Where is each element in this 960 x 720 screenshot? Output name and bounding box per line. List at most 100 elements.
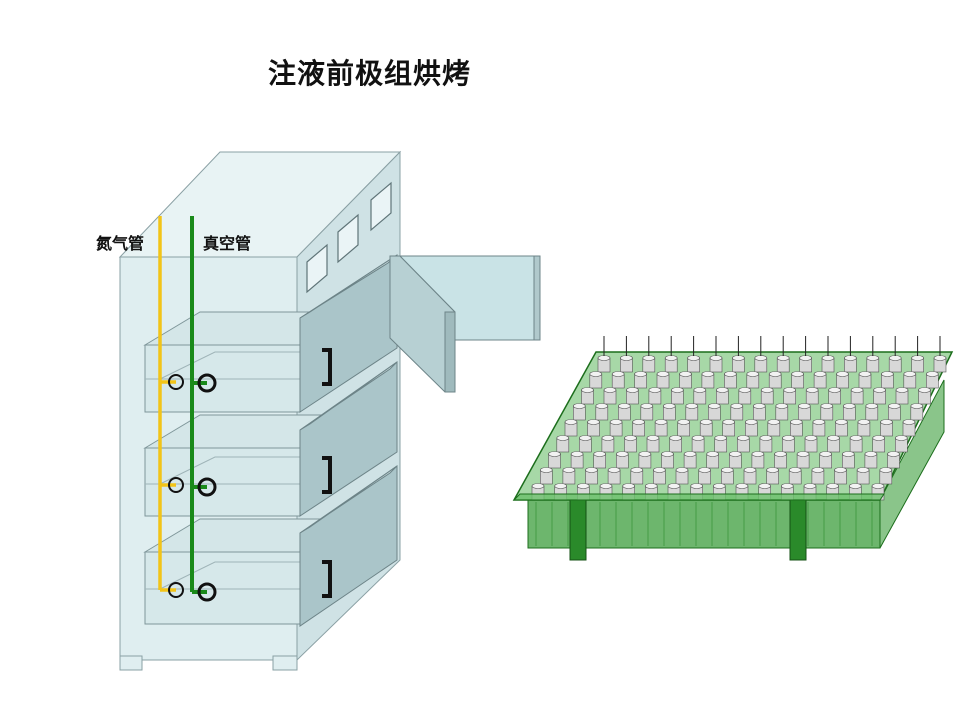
battery-cell-icon xyxy=(638,451,652,469)
battery-cell-icon xyxy=(918,387,931,405)
battery-cell-icon xyxy=(768,371,782,389)
battery-cell-icon xyxy=(656,371,670,389)
battery-cell-icon xyxy=(671,387,684,405)
battery-cell-icon xyxy=(760,387,774,405)
nitrogen-pipe-label: 氮气管 xyxy=(96,234,145,253)
battery-cell-icon xyxy=(881,371,894,389)
battery-cell-icon xyxy=(611,371,625,389)
battery-cell-icon xyxy=(788,467,802,485)
battery-cell-icon xyxy=(701,371,715,389)
battery-cell-icon xyxy=(873,387,886,405)
battery-cell-icon xyxy=(925,371,939,389)
battery-cell-icon xyxy=(626,387,639,405)
battery-cell-icon xyxy=(752,403,766,421)
tray-leg-right xyxy=(789,499,807,561)
battery-cell-icon xyxy=(578,435,592,453)
battery-cell-icon xyxy=(902,419,916,437)
battery-cell-icon xyxy=(677,419,691,437)
battery-cell-icon xyxy=(888,336,902,373)
battery-cell-icon xyxy=(910,403,924,421)
battery-cell-icon xyxy=(850,387,864,405)
battery-cell-icon xyxy=(653,467,666,485)
battery-cell-icon xyxy=(776,336,790,373)
battery-cell-icon xyxy=(699,419,713,437)
open-door xyxy=(389,255,541,393)
battery-cell-icon xyxy=(587,419,600,437)
battery-cell-icon xyxy=(887,403,901,421)
battery-cell-icon xyxy=(789,419,803,437)
battery-cell-icon xyxy=(654,419,668,437)
battery-cell-icon xyxy=(539,467,553,485)
battery-cell-icon xyxy=(880,419,893,437)
cabinet-foot-left xyxy=(119,655,143,671)
battery-cell-icon xyxy=(844,336,857,373)
battery-cell-icon xyxy=(693,387,707,405)
battery-cell-icon xyxy=(679,371,692,389)
battery-cell-icon xyxy=(709,336,723,373)
battery-cell-icon xyxy=(724,371,737,389)
battery-cell-icon xyxy=(595,403,609,421)
drawer-handle-icon xyxy=(322,348,332,386)
battery-cell-icon xyxy=(803,483,817,501)
battery-cell-icon xyxy=(589,371,603,389)
tray-leg-left xyxy=(569,499,587,561)
battery-cell-icon xyxy=(774,451,787,469)
battery-cell-icon xyxy=(685,403,699,421)
battery-cell-icon xyxy=(865,403,879,421)
battery-cell-icon xyxy=(783,387,797,405)
battery-cell-icon xyxy=(648,387,662,405)
battery-cell-icon xyxy=(698,467,712,485)
battery-cell-icon xyxy=(811,467,825,485)
battery-cell-icon xyxy=(624,435,637,453)
battery-cell-icon xyxy=(548,451,561,469)
battery-cell-icon xyxy=(827,435,840,453)
battery-cell-icon xyxy=(593,451,607,469)
battery-cell-icon xyxy=(813,371,827,389)
battery-cell-icon xyxy=(607,467,621,485)
battery-cell-icon xyxy=(775,403,789,421)
battery-cell-icon xyxy=(662,403,676,421)
battery-cell-icon xyxy=(759,435,773,453)
battery-cell-icon xyxy=(642,336,656,373)
battery-cell-icon xyxy=(828,387,841,405)
battery-cell-icon xyxy=(782,435,795,453)
battery-cell-icon xyxy=(617,403,631,421)
battery-cell-icon xyxy=(581,387,594,405)
battery-cell-icon xyxy=(683,451,697,469)
battery-cell-icon xyxy=(675,467,689,485)
battery-cell-icon xyxy=(799,336,812,373)
battery-cell-icon xyxy=(597,336,611,373)
battery-cell-icon xyxy=(903,371,917,389)
side-window-1 xyxy=(306,243,328,294)
vacuum-pipe-label: 真空管 xyxy=(203,234,252,253)
battery-cell-icon xyxy=(646,435,660,453)
battery-cell-icon xyxy=(572,403,586,421)
battery-cells xyxy=(531,336,947,501)
battery-cell-icon xyxy=(736,435,750,453)
drawer-handle-icon xyxy=(322,560,332,598)
battery-cell-icon xyxy=(797,403,811,421)
battery-cell-icon xyxy=(812,419,826,437)
battery-cell-icon xyxy=(796,451,810,469)
battery-cell-icon xyxy=(714,435,728,453)
battery-cell-icon xyxy=(894,435,908,453)
battery-cell-icon xyxy=(669,435,682,453)
side-window-3 xyxy=(370,181,392,232)
drawer-door-2 xyxy=(299,361,398,517)
battery-cell-icon xyxy=(728,451,742,469)
battery-cell-icon xyxy=(805,387,819,405)
battery-cell-icon xyxy=(857,419,871,437)
battery-cell-icon xyxy=(664,336,678,373)
battery-cell-icon xyxy=(895,387,909,405)
battery-cell-icon xyxy=(841,451,855,469)
chamber-2 xyxy=(143,414,356,517)
battery-cell-icon xyxy=(887,451,900,469)
battery-cell-icon xyxy=(720,467,734,485)
battery-cell-icon xyxy=(819,451,833,469)
battery-cell-icon xyxy=(706,451,720,469)
battery-cell-icon xyxy=(632,419,645,437)
battery-cell-icon xyxy=(864,451,878,469)
